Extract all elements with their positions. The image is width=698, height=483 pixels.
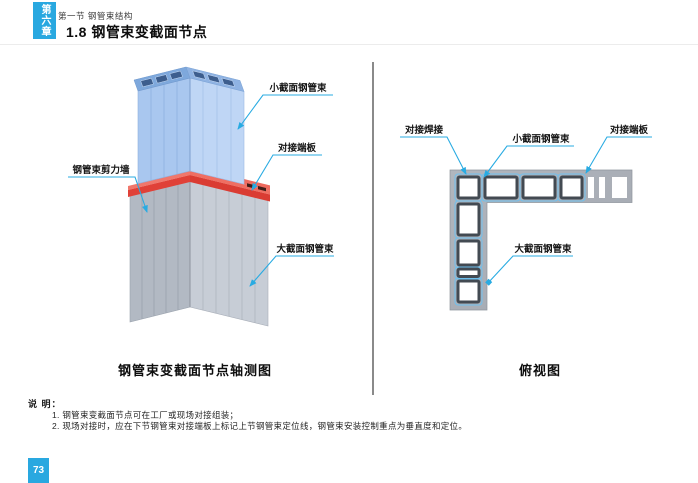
label-small-bundle: 小截面钢管束 (268, 82, 327, 94)
large-bundle-3d (129, 180, 269, 327)
label-end-plate-plan: 对接端板 (610, 124, 649, 136)
notes-heading: 说 明： (28, 399, 62, 409)
label-end-plate: 对接端板 (278, 142, 317, 154)
small-bundle-3d (133, 66, 245, 185)
plan-annotations: 对接焊接 小截面钢管束 对接端板 大截面钢管束 (400, 124, 652, 286)
page-title: 1.8 钢管束变截面节点 (66, 24, 208, 40)
axonometric-figure: 小截面钢管束 对接端板 钢管束剪力墙 大截面钢管束 钢管束变截面节点轴测图 (68, 66, 334, 378)
page-number-badge: 73 (28, 458, 49, 483)
end-plate-3d (128, 171, 270, 202)
label-small-bundle-plan: 小截面钢管束 (511, 133, 570, 145)
note-item-2: 2. 现场对接时，应在下节钢管束对接端板上标记上节钢管束定位线，钢管束安装控制重… (52, 421, 468, 431)
note-item-1: 1. 钢管束变截面节点可在工厂或现场对接组装； (52, 410, 239, 420)
end-plate-cutouts (588, 177, 627, 198)
section-heading: 第一节 钢管束结构 (58, 11, 133, 21)
label-large-bundle: 大截面钢管束 (276, 243, 334, 255)
axon-caption: 钢管束变截面节点轴测图 (118, 363, 272, 378)
figure-divider (372, 62, 374, 395)
plan-tube-cells (454, 173, 627, 306)
plan-caption: 俯视图 (519, 363, 561, 378)
plan-figure: 对接焊接 小截面钢管束 对接端板 大截面钢管束 俯视图 (400, 124, 652, 378)
chapter-tab: 第六章 (33, 2, 56, 39)
label-shear-wall: 钢管束剪力墙 (72, 164, 130, 176)
label-butt-weld: 对接焊接 (405, 124, 444, 136)
tube-cell-openings (140, 70, 235, 88)
axon-annotations: 小截面钢管束 对接端板 钢管束剪力墙 大截面钢管束 (68, 82, 334, 287)
label-large-bundle-plan: 大截面钢管束 (514, 243, 572, 255)
header-divider (0, 44, 698, 45)
